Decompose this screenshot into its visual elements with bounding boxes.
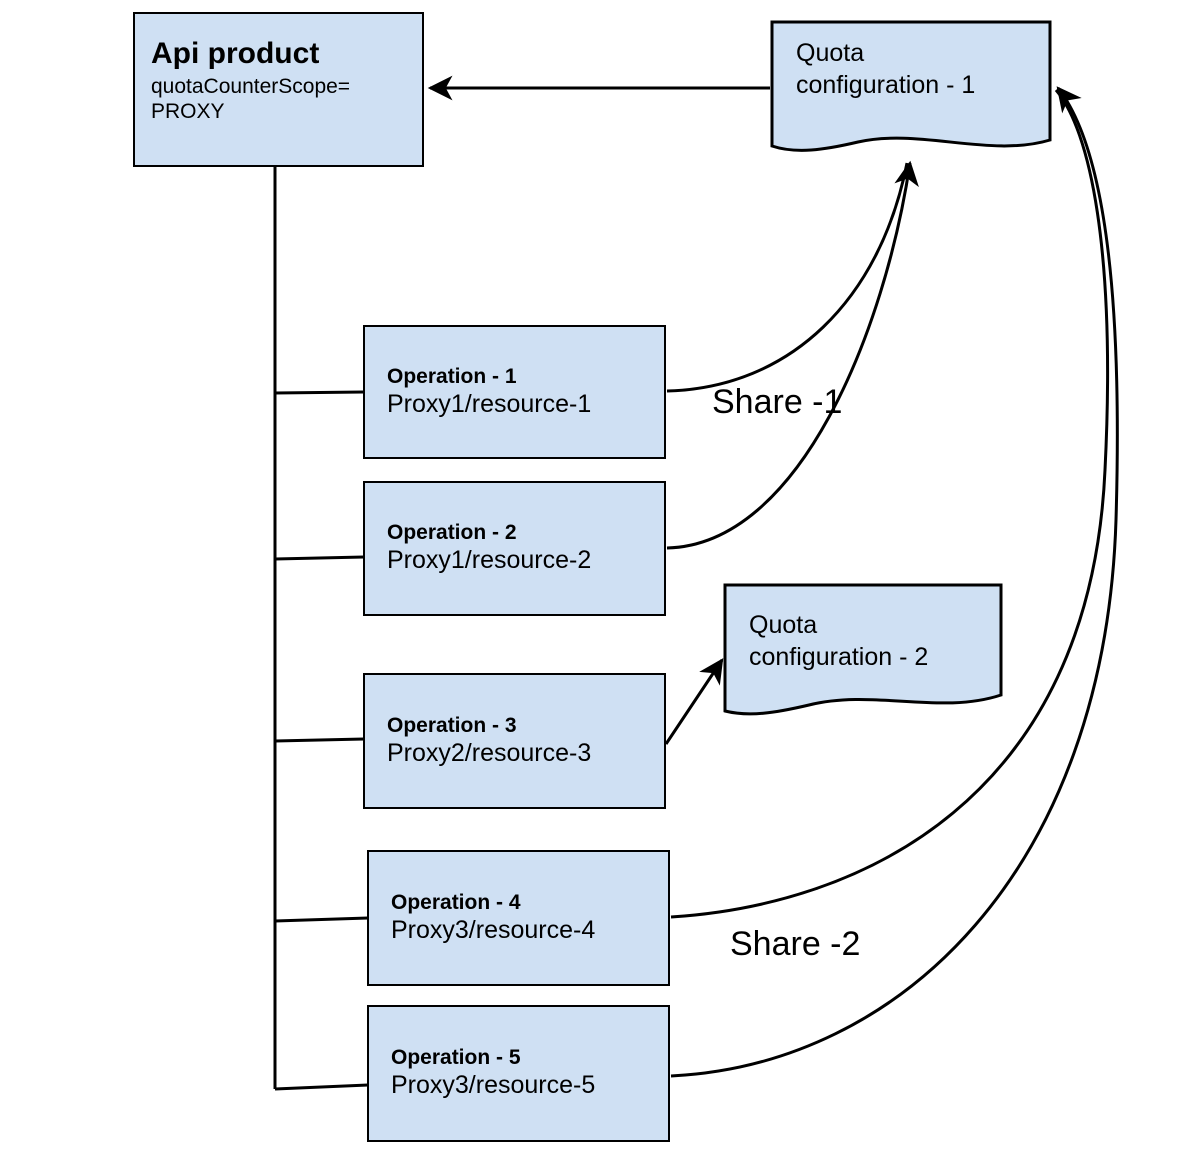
node-operation-2-subtitle: Proxy1/resource-2 <box>387 546 592 575</box>
edge-operation-2-to-quota-config-1 <box>666 160 919 550</box>
edge-trunk-to-operation-4 <box>274 916 369 923</box>
node-operation-4[interactable]: Operation - 4 Proxy3/resource-4 <box>367 850 670 986</box>
node-operation-1-subtitle: Proxy1/resource-1 <box>387 389 592 418</box>
node-operation-5-subtitle: Proxy3/resource-5 <box>391 1071 596 1100</box>
node-operation-5-title: Operation - 5 <box>391 1046 521 1070</box>
edge-trunk-to-operation-1 <box>274 390 365 395</box>
edge-trunk-to-operation-3 <box>274 737 365 743</box>
node-operation-2[interactable]: Operation - 2 Proxy1/resource-2 <box>363 481 666 616</box>
edge-trunk-to-operation-5 <box>274 1083 369 1091</box>
node-operation-3-subtitle: Proxy2/resource-3 <box>387 738 592 767</box>
node-api-product-subtitle: quotaCounterScope= PROXY <box>151 75 351 124</box>
node-operation-2-title: Operation - 2 <box>387 521 517 545</box>
node-quota-configuration-2-label: Quota configuration - 2 <box>749 611 929 671</box>
node-operation-1-title: Operation - 1 <box>387 364 517 388</box>
node-operation-4-title: Operation - 4 <box>391 890 521 914</box>
edge-label-share-2: Share -2 <box>730 925 861 963</box>
node-quota-configuration-1[interactable]: Quota configuration - 1 <box>770 20 1052 160</box>
node-operation-4-subtitle: Proxy3/resource-4 <box>391 915 596 944</box>
node-operation-3-title: Operation - 3 <box>387 713 517 737</box>
node-operation-3[interactable]: Operation - 3 Proxy2/resource-3 <box>363 673 666 809</box>
node-operation-5[interactable]: Operation - 5 Proxy3/resource-5 <box>367 1005 670 1142</box>
node-quota-configuration-1-label: Quota configuration - 1 <box>796 39 976 99</box>
edge-operation-4-to-quota-config-1 <box>670 89 1110 919</box>
node-quota-configuration-2[interactable]: Quota configuration - 2 <box>723 583 1003 721</box>
node-api-product[interactable]: Api product quotaCounterScope= PROXY <box>133 12 424 167</box>
node-api-product-title: Api product <box>151 37 320 70</box>
edge-operation-1-to-quota-config-1 <box>666 162 909 393</box>
document-shape-icon <box>770 20 1052 160</box>
edge-label-share-1: Share -1 <box>712 383 843 421</box>
edge-operation-5-to-quota-config-1 <box>670 86 1119 1078</box>
edge-trunk-to-operation-2 <box>274 555 365 561</box>
edge-operation-3-to-quota-config-2 <box>664 658 724 745</box>
node-operation-1[interactable]: Operation - 1 Proxy1/resource-1 <box>363 325 666 459</box>
document-shape-icon <box>723 583 1003 721</box>
